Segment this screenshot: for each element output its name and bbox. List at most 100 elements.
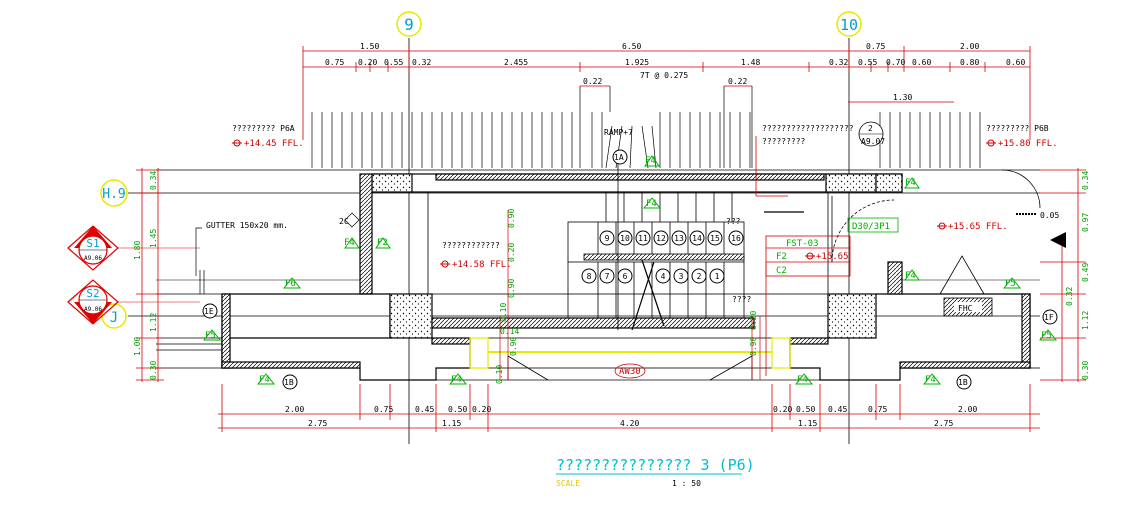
level-marker — [986, 139, 996, 147]
svg-text:4.20: 4.20 — [620, 419, 639, 428]
step-number: 7 — [605, 272, 610, 281]
svg-text:0.20: 0.20 — [507, 243, 516, 262]
door-swing — [831, 169, 1041, 295]
level-p6b: +15.80 FFL. — [998, 139, 1058, 149]
svg-text:0.10: 0.10 — [499, 303, 508, 322]
svg-text:0.32: 0.32 — [829, 58, 848, 67]
section-marker-s1: S1 A9.06 — [67, 225, 119, 271]
svg-text:0.22: 0.22 — [728, 77, 747, 86]
left-dimension-lines — [136, 168, 164, 382]
svg-text:H.9: H.9 — [102, 187, 125, 202]
svg-text:0.55: 0.55 — [858, 58, 877, 67]
slope-arrow — [1016, 213, 1066, 248]
section-label-s2: S2 — [86, 287, 99, 300]
section-ref-number: 2 — [868, 124, 873, 133]
label-p6b: ????????? P6B — [986, 124, 1049, 133]
svg-text:0.20: 0.20 — [472, 405, 491, 414]
step-number: 15 — [710, 234, 720, 243]
svg-text:0.22: 0.22 — [583, 77, 602, 86]
tag-1b: 1B — [958, 378, 968, 387]
svg-text:0.75: 0.75 — [866, 42, 885, 51]
svg-text:1.15: 1.15 — [442, 419, 461, 428]
drawing-title: ??????????????? 3 (P6) SCALE 1 : 50 — [556, 456, 755, 488]
svg-text:0.75: 0.75 — [325, 58, 344, 67]
scale-label: SCALE — [556, 479, 580, 488]
step-number: 13 — [674, 234, 684, 243]
svg-text:1.50: 1.50 — [360, 42, 379, 51]
tag-f6: F6 — [285, 279, 296, 289]
svg-text:1.00: 1.00 — [133, 337, 142, 356]
section-sheet-s1: A9.06 — [84, 255, 102, 262]
step-number: 3 — [679, 272, 684, 281]
svg-text:0.45: 0.45 — [415, 405, 434, 414]
svg-text:J: J — [110, 310, 118, 326]
tag-2c: 2C — [339, 217, 349, 226]
gutter — [156, 227, 222, 351]
step-number: 10 — [620, 234, 630, 243]
svg-text:2.75: 2.75 — [308, 419, 327, 428]
svg-text:0.50: 0.50 — [796, 405, 815, 414]
section-sheet-s2: A9.06 — [84, 306, 102, 313]
step-number: 6 — [623, 272, 628, 281]
svg-text:0.05: 0.05 — [1040, 211, 1059, 220]
tag-f4: F4 — [797, 375, 808, 385]
svg-text:0.55: 0.55 — [384, 58, 403, 67]
svg-text:0.50: 0.50 — [448, 405, 467, 414]
svg-text:0.90: 0.90 — [749, 337, 758, 356]
title-text: ??????????????? 3 (P6) — [556, 456, 755, 474]
label-fst-c: C2 — [776, 266, 787, 276]
label-note-2: ????????? — [762, 137, 806, 146]
svg-text:0.20: 0.20 — [773, 405, 792, 414]
steps-lower: 8 7 6 4 3 2 1 — [581, 268, 725, 284]
element-tags: 2C 1A 1B 1B 1E 1F F4 F4 F4 F2 F4 F4 F6 F… — [202, 149, 1058, 390]
stair-treads — [567, 150, 745, 331]
label-mid: ???????????? — [442, 241, 500, 250]
left-dimension-text: 0.34 1.45 1.80 1.12 1.00 0.30 — [133, 171, 158, 380]
svg-text:1.925: 1.925 — [625, 58, 649, 67]
bottom-opening — [436, 337, 820, 381]
level-marker — [937, 222, 947, 230]
svg-text:0.45: 0.45 — [828, 405, 847, 414]
svg-text:0.10: 0.10 — [495, 365, 504, 384]
svg-text:2.75: 2.75 — [934, 419, 953, 428]
tag-f4: F4 — [905, 271, 916, 281]
steps-upper: 9 10 11 12 13 14 15 16 — [599, 230, 744, 246]
label-q2: ???? — [732, 295, 751, 304]
svg-text:0.34: 0.34 — [1081, 171, 1090, 190]
label-q1: ??? — [726, 217, 741, 226]
step-number: 2 — [697, 272, 702, 281]
svg-text:1.80: 1.80 — [133, 241, 142, 260]
tag-1e: 1E — [204, 307, 214, 316]
tag-1a: 1A — [614, 153, 624, 162]
svg-text:0.20: 0.20 — [358, 58, 377, 67]
svg-text:7T @ 0.275: 7T @ 0.275 — [640, 71, 688, 80]
svg-text:2.00: 2.00 — [958, 405, 977, 414]
grid-lines — [128, 38, 1040, 444]
step-number: 16 — [731, 234, 741, 243]
svg-text:1.12: 1.12 — [149, 313, 158, 332]
label-fst-f: F2 — [776, 252, 787, 262]
step-number: 12 — [656, 234, 666, 243]
walls — [156, 169, 1040, 381]
railing-pickets — [311, 86, 981, 169]
top-dimension-text: 1.50 6.50 0.75 2.00 0.75 0.20 0.55 0.32 … — [325, 42, 1025, 102]
svg-text:0.97: 0.97 — [1081, 213, 1090, 232]
svg-text:0.60: 0.60 — [912, 58, 931, 67]
svg-text:1.15: 1.15 — [798, 419, 817, 428]
svg-text:10: 10 — [840, 16, 858, 34]
level-right: +15.65 FFL. — [948, 222, 1008, 232]
label-gutter: GUTTER 150x20 mm. — [206, 221, 288, 230]
svg-text:0.49: 0.49 — [1081, 263, 1090, 282]
tag-f4: F4 — [645, 156, 656, 166]
step-number: 9 — [605, 234, 610, 243]
label-p6a: ????????? P6A — [232, 124, 295, 133]
label-ramp: RAMP+7 — [604, 128, 633, 137]
top-dimension-lines — [302, 46, 1031, 140]
scale-value: 1 : 50 — [672, 479, 701, 488]
section-label-s1: S1 — [86, 237, 99, 250]
svg-text:0.32: 0.32 — [412, 58, 431, 67]
step-number: 8 — [587, 272, 592, 281]
tag-f4: F4 — [646, 199, 657, 209]
tag-f4: F4 — [259, 375, 270, 385]
